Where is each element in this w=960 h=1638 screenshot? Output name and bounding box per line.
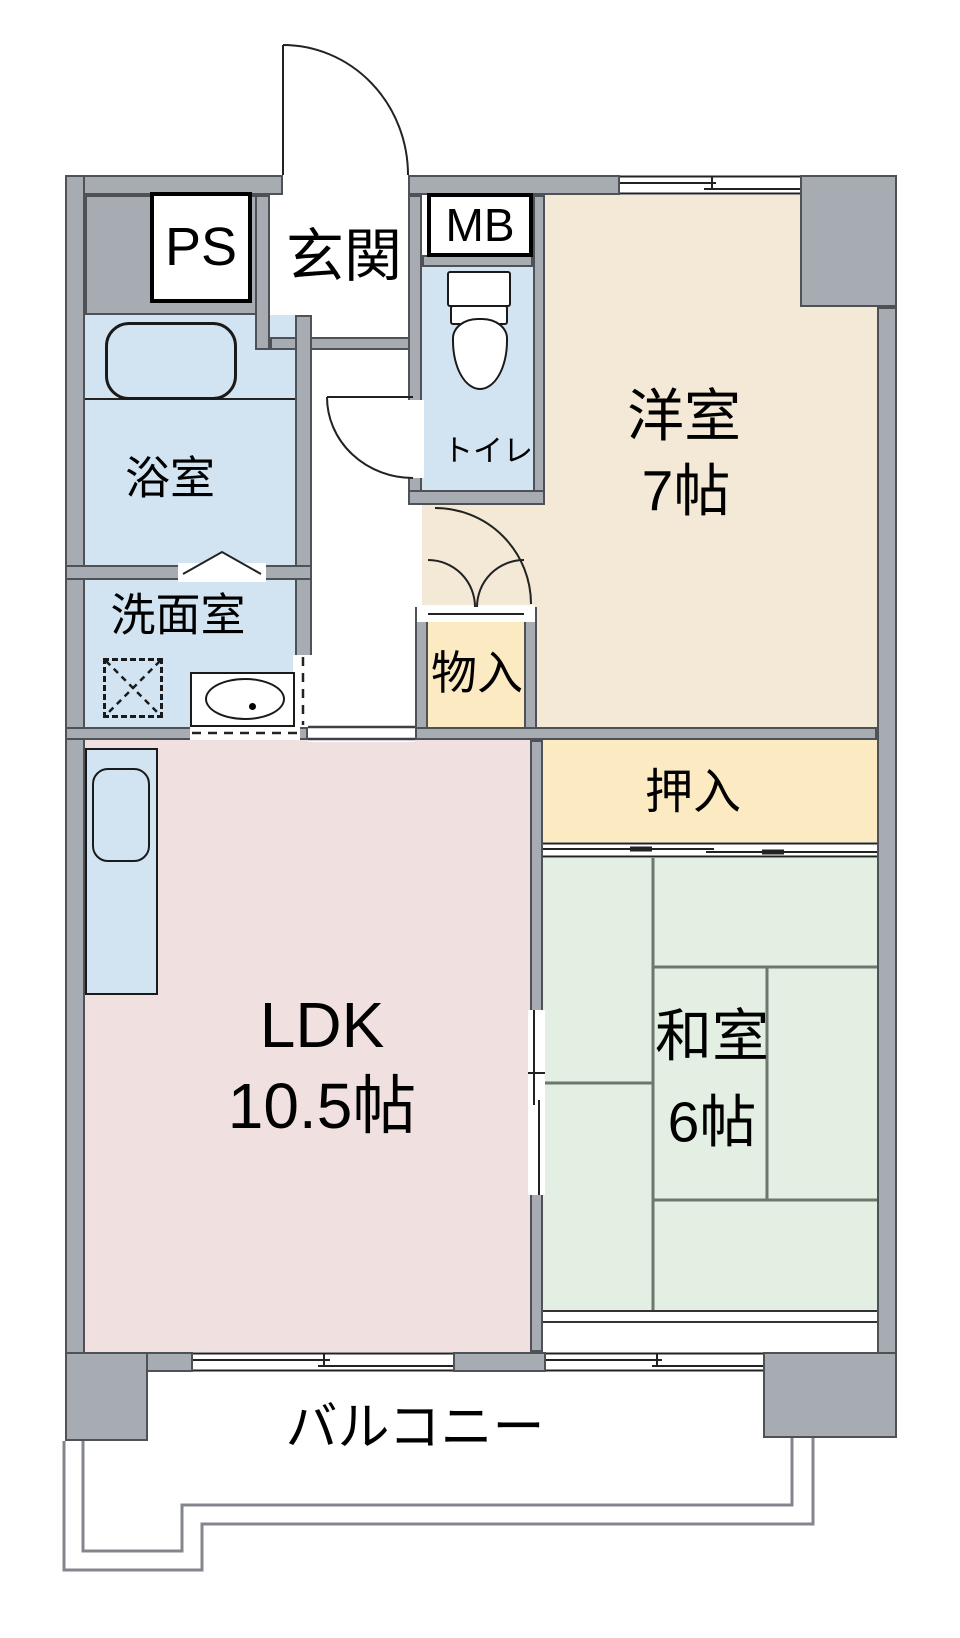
- label-washroom: 洗面室: [110, 589, 246, 641]
- toilet-door-icon: [326, 396, 414, 479]
- label-ps: PS: [164, 217, 238, 277]
- balcony-outline: [62, 1438, 815, 1572]
- wall-right: [877, 307, 897, 1438]
- label-western-room: 洋室: [627, 384, 741, 449]
- room-western-main: [545, 195, 800, 727]
- wall-toilet-right: [533, 195, 545, 505]
- wall-south-of-western: [415, 727, 877, 740]
- label-ldk: LDK: [259, 989, 385, 1061]
- opening-storage-door: [417, 605, 535, 622]
- wall-storage-right: [524, 607, 537, 740]
- label-bathroom: 浴室: [124, 452, 216, 504]
- label-japanese-size: 6帖: [667, 1090, 757, 1155]
- room-closet: [543, 740, 877, 842]
- opening-closet-fusuma: [543, 842, 877, 858]
- wall-storage-left: [415, 607, 428, 740]
- bathtub-icon: [105, 322, 237, 400]
- kitchen-sink-icon: [92, 768, 150, 862]
- wall-bottom-left-block: [65, 1352, 148, 1441]
- vanity-basin-icon: [205, 678, 285, 720]
- washing-machine-icon: [103, 658, 163, 718]
- opening-ldk-japanese-slider: [528, 1010, 545, 1195]
- window-ldk-band: [193, 1352, 453, 1372]
- room-japanese: [543, 858, 877, 1310]
- wall-top-east-block: [800, 175, 897, 307]
- window-western-band: [620, 175, 800, 195]
- opening-bath-door: [178, 563, 266, 582]
- wall-genkan-bottom: [270, 337, 420, 350]
- room-storage: [428, 610, 524, 727]
- toilet-tank-icon: [447, 271, 511, 307]
- wall-left: [65, 175, 85, 1441]
- entrance-door-icon: [282, 44, 409, 176]
- window-japanese-band: [546, 1352, 763, 1372]
- label-japanese-room: 和室: [655, 1004, 769, 1069]
- wall-bottom-mid: [453, 1352, 546, 1372]
- opening-wash-counter: [190, 727, 300, 740]
- label-genkan: 玄関: [285, 224, 403, 289]
- vanity-faucet-icon: [249, 703, 256, 710]
- label-storage: 物入: [431, 647, 523, 699]
- label-ldk-size: 10.5帖: [227, 1070, 417, 1142]
- room-japanese-edge: [543, 1310, 877, 1352]
- wall-top-mid: [408, 175, 620, 195]
- kitchen-counter-icon: [85, 748, 158, 995]
- opening-entrance: [283, 173, 408, 197]
- label-balcony: バルコニー: [285, 1399, 545, 1457]
- room-bathroom: [85, 315, 295, 565]
- room-ldk: [85, 740, 530, 1352]
- opening-toilet-door: [406, 400, 424, 478]
- room-western-east: [800, 307, 877, 727]
- opening-wash-door: [293, 655, 314, 727]
- wall-genkan-left: [255, 195, 270, 350]
- label-toilet: トイレ: [443, 435, 533, 468]
- pipe-space-box: [150, 192, 252, 303]
- label-closet: 押入: [644, 766, 742, 819]
- wall-toilet-bottom: [408, 490, 545, 505]
- label-mb: MB: [445, 199, 515, 251]
- meter-box: [427, 193, 533, 257]
- wall-bottom-right-block: [763, 1352, 897, 1438]
- opening-hall-ldk: [308, 725, 415, 742]
- label-western-size: 7帖: [641, 459, 731, 524]
